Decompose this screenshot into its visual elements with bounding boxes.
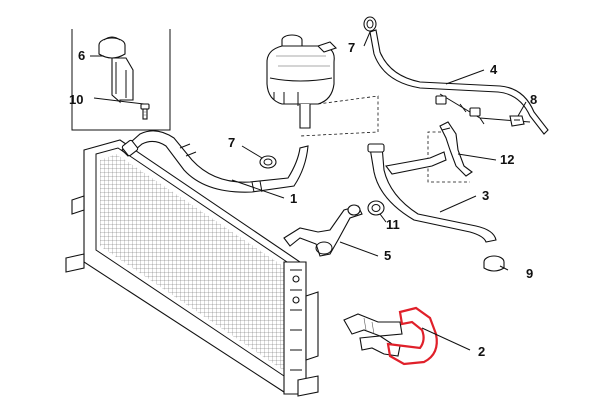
part-2-red-outline [386, 306, 438, 366]
part-11-clamp [367, 200, 385, 216]
assembly-dashed-lines [299, 95, 470, 183]
part-12-bracket [439, 121, 473, 177]
callout-12: 12 [500, 152, 514, 167]
part-10-screw [140, 103, 150, 120]
part-6-filler-bracket [98, 36, 134, 104]
part-3-hose [367, 143, 497, 243]
part-1-hose [121, 130, 309, 193]
radiator [65, 139, 319, 397]
leader-lines [90, 31, 527, 351]
callout-numbers: 6 10 7 1 7 4 8 12 3 11 5 9 2 [69, 40, 537, 359]
callout-4: 4 [490, 62, 498, 77]
callout-2: 2 [478, 344, 485, 359]
callout-3: 3 [482, 188, 489, 203]
callout-6: 6 [78, 48, 85, 63]
callout-9: 9 [526, 266, 533, 281]
callout-10: 10 [69, 92, 83, 107]
callout-8: 8 [530, 92, 537, 107]
callout-7-upper: 7 [348, 40, 355, 55]
part-7-clamp-lower [259, 155, 277, 169]
callout-7-lower: 7 [228, 135, 235, 150]
part-5-hose [283, 204, 363, 257]
inset-box [71, 29, 171, 131]
callout-5: 5 [384, 248, 391, 263]
part-7-clamp-upper [363, 16, 377, 32]
callout-11: 11 [386, 217, 400, 232]
callout-1: 1 [290, 191, 297, 206]
part-9-cap [483, 255, 505, 272]
part-2-hose-highlighted [343, 306, 438, 366]
part-8-clip [509, 115, 525, 127]
expansion-tank [266, 34, 338, 129]
